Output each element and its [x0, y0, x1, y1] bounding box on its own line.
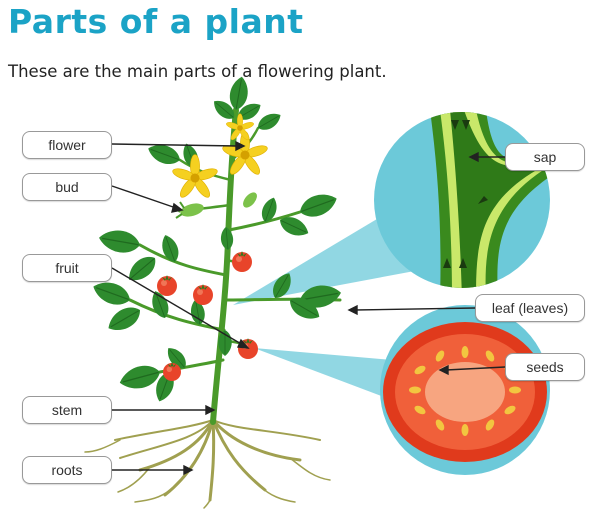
label-bud: bud [22, 173, 112, 201]
seeds-callout-cone [254, 348, 392, 400]
label-flower: flower [22, 131, 112, 159]
label-fruit: fruit [22, 254, 112, 282]
tomato-cross-section [380, 305, 550, 475]
pointer-bud [112, 186, 182, 212]
label-leaf: leaf (leaves) [475, 294, 585, 322]
label-seeds: seeds [505, 353, 585, 381]
label-sap: sap [505, 143, 585, 171]
label-roots: roots [22, 456, 112, 484]
pointer-stem [112, 406, 214, 414]
label-stem: stem [22, 396, 112, 424]
roots-drawing [85, 420, 330, 508]
